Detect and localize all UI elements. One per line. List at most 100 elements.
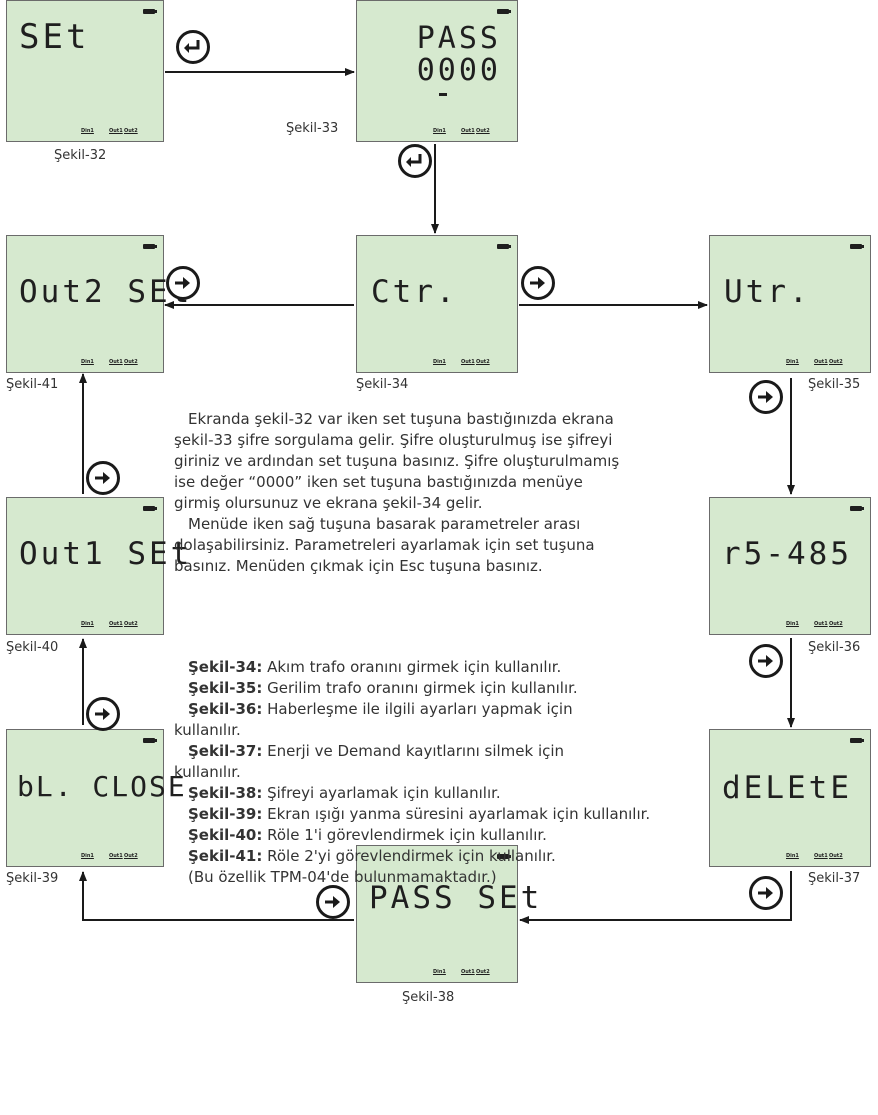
display-sekil-36: r5-485 Din1 Out1 Out2 bbox=[709, 497, 871, 635]
description-line: Şekil-34: Akım trafo oranını girmek için… bbox=[174, 657, 650, 678]
caption-sekil-34: Şekil-34 bbox=[356, 377, 409, 392]
right-button[interactable] bbox=[749, 644, 783, 678]
out2-indicator: Out2 bbox=[124, 359, 138, 365]
display-sekil-37: dELEtE Din1 Out1 Out2 bbox=[709, 729, 871, 867]
lcd-text: r5-485 bbox=[722, 536, 852, 572]
battery-icon bbox=[143, 506, 157, 511]
din1-indicator: Din1 bbox=[786, 621, 799, 627]
out1-indicator: Out1 bbox=[814, 359, 828, 365]
intro-line: girmiş olursunuz ve ekrana şekil-34 geli… bbox=[174, 494, 483, 512]
out1-indicator: Out1 bbox=[109, 128, 123, 134]
description-label: Şekil-36: bbox=[188, 700, 263, 718]
description-text: Şifreyi ayarlamak için kullanılır. bbox=[262, 784, 501, 802]
out2-indicator: Out2 bbox=[124, 621, 138, 627]
enter-button[interactable] bbox=[176, 30, 210, 64]
din1-indicator: Din1 bbox=[81, 621, 94, 627]
out2-indicator: Out2 bbox=[124, 128, 138, 134]
din1-indicator: Din1 bbox=[786, 853, 799, 859]
description-label: Şekil-35: bbox=[188, 679, 263, 697]
right-arrow-icon bbox=[758, 655, 773, 667]
description-line: Şekil-40: Röle 1'i görevlendirmek için k… bbox=[174, 825, 650, 846]
display-sekil-32: SEt Din1 Out1 Out2 bbox=[6, 0, 164, 142]
display-sekil-39: bL. CLOSE Din1 Out1 Out2 bbox=[6, 729, 185, 867]
enter-button[interactable] bbox=[398, 144, 432, 178]
lcd-line-1: PASS bbox=[416, 21, 501, 56]
description-line: kullanılır. bbox=[174, 720, 650, 741]
description-label: Şekil-41: bbox=[188, 847, 263, 865]
description-line: Şekil-36: Haberleşme ile ilgili ayarları… bbox=[174, 699, 650, 720]
description-text: Röle 1'i görevlendirmek için kullanılır. bbox=[262, 826, 547, 844]
out2-indicator: Out2 bbox=[476, 969, 490, 975]
din1-indicator: Din1 bbox=[81, 853, 94, 859]
description-text: Röle 2'yi görevlendirmek için kullanılır… bbox=[262, 847, 556, 865]
description-text: Ekran ışığı yanma süresini ayarlamak içi… bbox=[262, 805, 651, 823]
right-button[interactable] bbox=[521, 266, 555, 300]
arrow-s38-to-s39 bbox=[79, 871, 354, 921]
right-button[interactable] bbox=[166, 266, 200, 300]
lcd-text: Out2 SEt bbox=[19, 274, 193, 310]
intro-line: şekil-33 şifre sorgulama gelir. Şifre ol… bbox=[174, 431, 613, 449]
intro-text: Ekranda şekil-32 var iken set tuşuna bas… bbox=[174, 409, 619, 577]
intro-line: Menüde iken sağ tuşuna basarak parametre… bbox=[188, 515, 581, 533]
out2-indicator: Out2 bbox=[476, 359, 490, 365]
out2-indicator: Out2 bbox=[476, 128, 490, 134]
out1-indicator: Out1 bbox=[109, 853, 123, 859]
right-button[interactable] bbox=[316, 885, 350, 919]
out1-indicator: Out1 bbox=[814, 621, 828, 627]
description-line: Şekil-35: Gerilim trafo oranını girmek i… bbox=[174, 678, 650, 699]
arrow-s37-to-s38 bbox=[519, 871, 792, 924]
out2-indicator: Out2 bbox=[829, 359, 843, 365]
din1-indicator: Din1 bbox=[81, 128, 94, 134]
display-sekil-34: Ctr. Din1 Out1 Out2 bbox=[356, 235, 518, 373]
out1-indicator: Out1 bbox=[109, 621, 123, 627]
right-arrow-icon bbox=[95, 708, 110, 720]
lcd-text: PASS SEt bbox=[369, 880, 543, 916]
din1-indicator: Din1 bbox=[433, 128, 446, 134]
din1-indicator: Din1 bbox=[433, 359, 446, 365]
description-list: Şekil-34: Akım trafo oranını girmek için… bbox=[174, 657, 650, 888]
out2-indicator: Out2 bbox=[829, 853, 843, 859]
right-arrow-icon bbox=[530, 277, 545, 289]
out1-indicator: Out1 bbox=[461, 969, 475, 975]
description-text: Gerilim trafo oranını girmek için kullan… bbox=[262, 679, 578, 697]
enter-icon bbox=[406, 154, 422, 167]
caption-sekil-38: Şekil-38 bbox=[402, 990, 455, 1005]
right-button[interactable] bbox=[749, 876, 783, 910]
description-label: Şekil-38: bbox=[188, 784, 263, 802]
battery-icon bbox=[143, 9, 157, 14]
right-button[interactable] bbox=[86, 697, 120, 731]
description-label: Şekil-34: bbox=[188, 658, 263, 676]
battery-icon bbox=[850, 244, 864, 249]
lcd-text: Ctr. bbox=[371, 274, 458, 310]
description-label: Şekil-37: bbox=[188, 742, 263, 760]
caption-sekil-32: Şekil-32 bbox=[54, 148, 107, 163]
display-sekil-33: PASS 0000 Din1 Out1 Out2 bbox=[356, 0, 518, 142]
right-button[interactable] bbox=[749, 380, 783, 414]
cursor-indicator bbox=[439, 93, 447, 96]
battery-icon bbox=[143, 738, 157, 743]
lcd-text: Out1 SEt bbox=[19, 536, 193, 572]
description-text: (Bu özellik TPM-04'de bulunmamaktadır.) bbox=[188, 868, 497, 886]
caption-sekil-36: Şekil-36 bbox=[808, 640, 861, 655]
display-sekil-41: Out2 SEt Din1 Out1 Out2 bbox=[6, 235, 189, 373]
lcd-text: SEt bbox=[19, 17, 90, 57]
out1-indicator: Out1 bbox=[109, 359, 123, 365]
battery-icon bbox=[497, 9, 511, 14]
caption-sekil-37: Şekil-37 bbox=[808, 871, 861, 886]
right-button[interactable] bbox=[86, 461, 120, 495]
out1-indicator: Out1 bbox=[461, 359, 475, 365]
din1-indicator: Din1 bbox=[433, 969, 446, 975]
lcd-text: bL. CLOSE bbox=[17, 770, 187, 803]
description-text: Akım trafo oranını girmek için kullanılı… bbox=[262, 658, 562, 676]
description-text: Enerji ve Demand kayıtlarını silmek için bbox=[262, 742, 565, 760]
lcd-text: Utr. bbox=[724, 274, 811, 310]
description-text: kullanılır. bbox=[174, 763, 241, 781]
din1-indicator: Din1 bbox=[81, 359, 94, 365]
intro-line: basınız. Menüden çıkmak için Esc tuşuna … bbox=[174, 557, 543, 575]
description-line: kullanılır. bbox=[174, 762, 650, 783]
display-sekil-38: PASS SEt Din1 Out1 Out2 bbox=[356, 845, 539, 983]
right-arrow-icon bbox=[758, 391, 773, 403]
right-arrow-icon bbox=[325, 896, 340, 908]
